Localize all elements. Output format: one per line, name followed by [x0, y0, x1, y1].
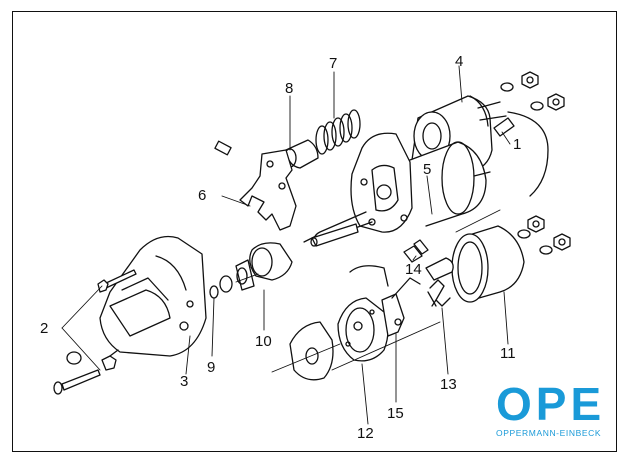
callout-8: 8 [285, 80, 293, 97]
callout-7: 7 [329, 55, 337, 72]
leader-lines [61, 65, 511, 425]
motor-housing [409, 141, 491, 227]
pinion-part-10 [235, 242, 293, 291]
callout-14: 14 [405, 261, 422, 278]
shaft [310, 223, 359, 247]
callout-2: 2 [40, 320, 48, 337]
callout-13: 13 [440, 376, 457, 393]
end-shield-part-12 [337, 297, 389, 362]
fork-lever-part-6 [239, 149, 297, 231]
callout-3: 3 [180, 373, 188, 390]
ope-logo: OPE OPPERMANN-EINBECK [496, 378, 605, 438]
callout-5: 5 [423, 161, 431, 178]
diagram-frame [12, 11, 617, 452]
nuts-washers-top [493, 71, 565, 197]
drive-housing-part-3 [99, 235, 207, 357]
snap-ring-part-9 [209, 275, 233, 299]
callout-10: 10 [255, 333, 272, 350]
callout-11: 11 [500, 345, 516, 362]
nuts-washers-right [517, 215, 571, 255]
callout-1: 1 [513, 136, 521, 153]
cover-disc [289, 321, 334, 381]
brushes-part-14 [349, 239, 454, 287]
callout-labels: 1 2 3 4 5 6 7 8 9 10 11 12 13 14 15 [40, 53, 521, 442]
armature-assembly [303, 132, 413, 243]
logo-wordmark: OPE [496, 378, 605, 430]
pole-housing-part-11 [451, 225, 525, 303]
brush-holder-part-15 [381, 277, 421, 337]
callout-6: 6 [198, 187, 206, 204]
spring-clip-part-13 [427, 279, 451, 307]
plunger-part-8 [214, 139, 319, 169]
logo-tagline: OPPERMANN-EINBECK [496, 428, 601, 438]
spring-part-7 [315, 109, 361, 155]
bolts-part-2 [53, 269, 137, 395]
callout-4: 4 [455, 53, 463, 70]
callout-12: 12 [357, 425, 374, 442]
assembly-guides [235, 209, 501, 373]
callout-9: 9 [207, 359, 215, 376]
callout-15: 15 [387, 405, 404, 422]
